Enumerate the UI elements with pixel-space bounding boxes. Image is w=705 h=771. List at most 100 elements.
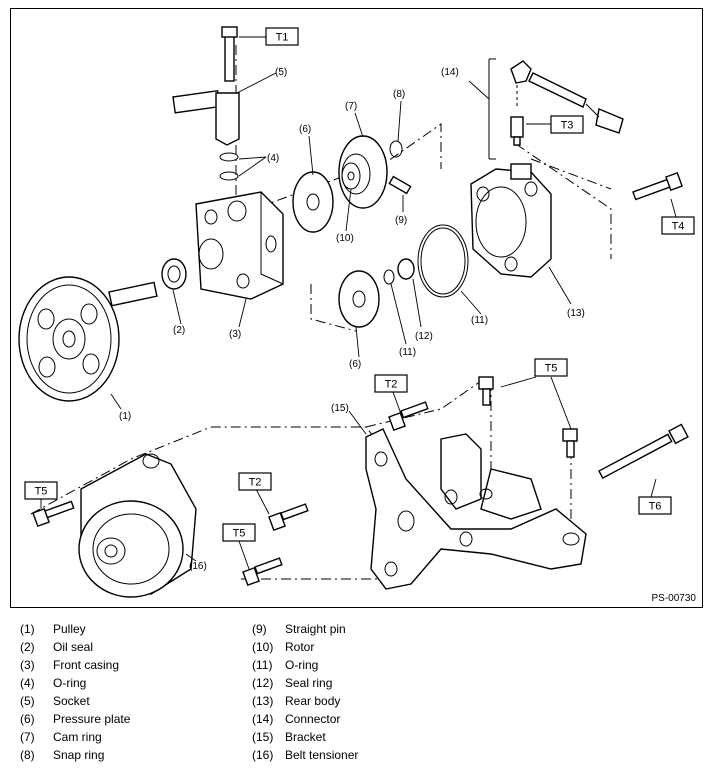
legend-number: (7) (20, 730, 35, 744)
legend-item: (10) Rotor (252, 638, 358, 656)
bracket-drawing (365, 428, 587, 590)
torque-tag-t5-lower: T5 (222, 523, 256, 542)
legend-number: (15) (252, 730, 274, 744)
seal-ring-drawing (397, 258, 415, 280)
callout-3: (3) (229, 329, 241, 340)
legend-number: (3) (20, 658, 35, 672)
legend-number: (5) (20, 694, 35, 708)
legend-part-name: Seal ring (285, 676, 333, 690)
callout-8: (8) (393, 89, 405, 100)
t2-bolt-lower-drawing (268, 503, 309, 532)
t5-bolt-upper-left-drawing (478, 376, 494, 406)
oil-seal-drawing (161, 258, 187, 290)
pressure-plate-lower-drawing (338, 270, 380, 328)
t5-bolt-lower-drawing (242, 557, 283, 587)
callout-7: (7) (345, 101, 357, 112)
svg-text:T5: T5 (35, 486, 48, 498)
callout-1: (1) (119, 411, 131, 422)
legend-item: (1) Pulley (20, 620, 130, 638)
legend-number: (8) (20, 748, 35, 762)
legend-number: (4) (20, 676, 35, 690)
t5-bolt-upper-right-drawing (562, 428, 578, 458)
pulley-drawing (18, 276, 158, 402)
callout-10: (10) (336, 233, 354, 244)
legend-item: (12)Seal ring (252, 674, 358, 692)
legend-item: (5) Socket (20, 692, 130, 710)
legend-part-name: Front casing (53, 658, 120, 672)
legend-number: (14) (252, 712, 274, 726)
callout-11-small: (11) (399, 347, 416, 358)
straight-pin-drawing (388, 175, 412, 195)
legend-part-name: Pulley (53, 622, 86, 636)
connector-drawing (488, 58, 624, 160)
legend-item: (7) Cam ring (20, 728, 130, 746)
legend-column-left: (1) Pulley (2) Oil seal (3) Front casing (4… (20, 620, 130, 764)
callout-14: (14) (441, 67, 459, 78)
svg-text:T3: T3 (561, 120, 574, 132)
legend-column-right: (9) Straight pin (10) Rotor (11) O-ring (12… (252, 620, 358, 764)
legend-item: (11) O-ring (252, 656, 358, 674)
torque-tag-t3: T3 (550, 115, 584, 134)
svg-text:T6: T6 (649, 501, 662, 513)
legend-part-name: Bracket (285, 730, 326, 744)
legend-item: (2) Oil seal (20, 638, 130, 656)
diagram-drawing: T1 T3 T4 T2 T5 T6 T5 T2 T5 (1) (2) (3) (… (18, 26, 695, 598)
callout-2: (2) (173, 325, 185, 336)
torque-tag-t6: T6 (638, 496, 672, 515)
svg-text:T5: T5 (233, 528, 246, 540)
t5-bolt-left-drawing (32, 500, 75, 528)
legend-part-name: O-ring (285, 658, 319, 672)
legend-number: (11) (252, 658, 273, 672)
exploded-view-diagram: T1 T3 T4 T2 T5 T6 T5 T2 T5 (1) (2) (3) (… (10, 8, 703, 608)
legend-part-name: Cam ring (53, 730, 102, 744)
legend-number: (1) (20, 622, 35, 636)
belt-tensioner-drawing (78, 453, 197, 598)
legend-number: (2) (20, 640, 35, 654)
leader-lines (40, 36, 677, 570)
legend-item: (9) Straight pin (252, 620, 358, 638)
legend-item: (4) O-ring (20, 674, 130, 692)
torque-tag-t2-lower: T2 (238, 472, 272, 491)
legend-part-name: Socket (53, 694, 90, 708)
callout-16: (16) (189, 561, 207, 572)
torque-tag-t5-left: T5 (24, 481, 58, 500)
callout-5: (5) (275, 67, 287, 78)
callout-6-lower: (6) (349, 359, 361, 370)
torque-tag-t1: T1 (265, 27, 299, 46)
o-ring-4-drawing (219, 152, 239, 181)
legend-item: (16)Belt tensioner (252, 746, 358, 764)
o-ring-11-large-drawing (417, 224, 469, 298)
legend-number: (13) (252, 694, 274, 708)
o-ring-11-small-drawing (383, 269, 395, 285)
legend-part-name: Connector (285, 712, 341, 726)
t2-bolt-upper-drawing (388, 401, 429, 432)
cam-ring-drawing (338, 135, 388, 209)
legend-item: (14) Connector (252, 710, 358, 728)
torque-tag-t4: T4 (661, 216, 695, 235)
pressure-plate-upper-drawing (292, 171, 334, 233)
legend-item: (8) Snap ring (20, 746, 130, 764)
svg-text:T2: T2 (385, 379, 398, 391)
legend-number: (10) (252, 640, 274, 654)
figure-id-label: PS-00730 (651, 593, 696, 604)
torque-tag-t2-upper: T2 (374, 374, 408, 393)
front-casing-drawing (195, 191, 284, 300)
callout-9: (9) (395, 215, 407, 226)
callout-4: (4) (267, 153, 279, 164)
legend-part-name: Pressure plate (53, 712, 131, 726)
legend-item: (13)Rear body (252, 692, 358, 710)
legend-item: (15) Bracket (252, 728, 358, 746)
svg-text:T4: T4 (672, 221, 685, 233)
legend-part-name: Snap ring (53, 748, 105, 762)
legend-number: (9) (252, 622, 267, 636)
legend-part-name: Oil seal (53, 640, 94, 654)
callout-11-large: (11) (471, 315, 488, 326)
socket-drawing (172, 26, 240, 146)
callout-6-upper: (6) (299, 124, 311, 135)
snap-ring-drawing (389, 140, 403, 158)
legend-part-name: Rotor (285, 640, 315, 654)
legend-item: (3) Front casing (20, 656, 130, 674)
legend-part-name: O-ring (53, 676, 87, 690)
legend-part-name: Straight pin (285, 622, 346, 636)
parts-legend: (1) Pulley (2) Oil seal (3) Front casing (4… (0, 620, 705, 770)
